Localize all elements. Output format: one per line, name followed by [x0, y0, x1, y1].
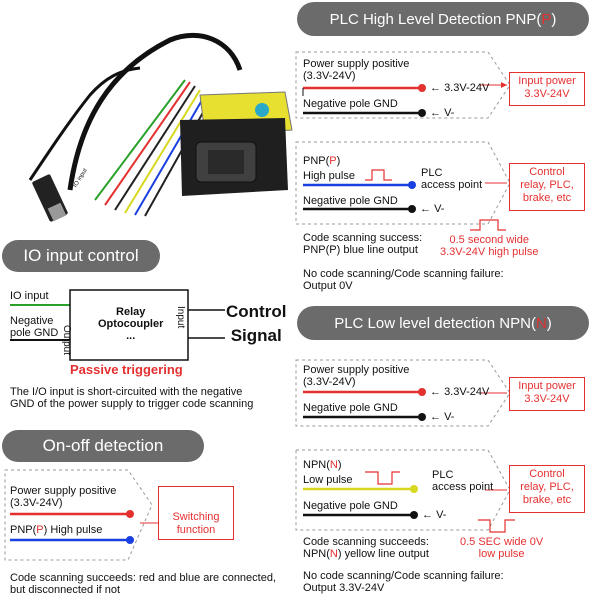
npn-section-title: PLC Low level detection NPN(N) [297, 306, 589, 340]
npn-title-tag: N [535, 314, 547, 332]
io-relay-label: Relay Optocoupler ... [98, 306, 164, 342]
npn-plc-label: PLC access point [432, 469, 494, 493]
pnp-neg2-label: Negative pole GND [303, 195, 398, 207]
pnp-title-close: ) [551, 10, 557, 28]
onoff-switch-box: Switching function [158, 486, 234, 540]
pnp-pulse-note: 0.5 second wide 3.3V-24V high pulse [440, 234, 539, 258]
npn-title-close: ) [546, 314, 552, 332]
pnp-neg2-arrow-label: ← V- [420, 203, 445, 215]
npn-supply-voltage: 3.3V-24V [444, 386, 490, 398]
npn-control-box: Control relay, PLC, brake, etc [509, 465, 585, 513]
io-input-side-label: Input [175, 306, 186, 329]
npn-pulse-label: Low pulse [303, 474, 353, 486]
pnp-title-tag: P [541, 10, 552, 28]
npn-neg-voltage: V- [444, 411, 455, 423]
pnp-tag: P [329, 155, 337, 167]
pnp-success-text: Code scanning success: PNP(P) blue line … [303, 232, 423, 256]
pnp-input-power-box: Input power 3.3V-24V [509, 72, 585, 106]
io-control-signal: Control Signal [226, 302, 287, 345]
npn-title-text: PLC Low level detection NPN( [334, 314, 536, 332]
npn-success-line2: NPN(N) yellow line output [303, 548, 429, 560]
npn-pulse-note: 0.5 SEC wide 0V low pulse [460, 536, 544, 560]
npn-success-line1: Code scanning succeeds: [303, 536, 429, 548]
npn-neg2-label: Negative pole GND [303, 500, 398, 512]
onoff-section-title: On-off detection [2, 430, 204, 462]
onoff-pnp-label: PNP(P) High pulse [10, 524, 103, 536]
pnp-control-box: Control relay, PLC, brake, etc [509, 163, 585, 211]
scanner-product-image [28, 33, 293, 222]
pnp-neg-label: Negative pole GND [303, 98, 398, 110]
npn-neg-label: Negative pole GND [303, 402, 398, 414]
npn-supply-label: Power supply positive (3.3V-24V) [303, 364, 410, 388]
pnp-supply-arrow-label: ← 3.3V-24V [430, 82, 490, 94]
npn-neg2-arrow-label: ← V- [422, 509, 447, 521]
io-input-label: IO input [10, 290, 49, 302]
pnp-supply-voltage: 3.3V-24V [444, 82, 490, 94]
pnp-title-text: PLC High Level Detection PNP( [329, 10, 542, 28]
pnp-plc-label: PLC access point [421, 167, 483, 191]
npn-failure-text: No code scanning/Code scanning failure: … [303, 570, 504, 594]
io-description: The I/O input is short-circuited with th… [10, 386, 254, 410]
pnp-type-label: PNP(P) [303, 155, 341, 167]
pnp-neg-voltage: V- [444, 107, 455, 119]
onoff-description: Code scanning succeeds: red and blue are… [10, 572, 277, 596]
npn-supply-arrow-label: ← 3.3V-24V [430, 386, 490, 398]
npn-neg-arrow-label: ← V- [430, 411, 455, 423]
io-output-label: Output [61, 325, 72, 356]
pnp-neg-arrow-label: ← V- [430, 107, 455, 119]
pnp-supply-label: Power supply positive (3.3V-24V) [303, 58, 410, 82]
npn-tag: N [329, 459, 338, 471]
npn-tag-2: N [329, 548, 338, 560]
npn-neg2-voltage: V- [436, 509, 447, 521]
npn-type-label: NPN(N) [303, 459, 342, 471]
io-passive-label: Passive triggering [70, 362, 183, 377]
onoff-supply-label: Power supply positive (3.3V-24V) [10, 485, 117, 509]
onoff-pnp-tag: P [36, 524, 44, 536]
io-neg-gnd-label: Negative pole GND [10, 315, 59, 339]
pnp-failure-text: No code scanning/Code scanning failure: … [303, 268, 504, 292]
pnp-section-title: PLC High Level Detection PNP(P) [297, 2, 589, 36]
pnp-pulse-label: High pulse [303, 170, 355, 182]
io-section-title: IO input control [2, 240, 160, 272]
npn-input-power-box: Input power 3.3V-24V [509, 377, 585, 411]
pnp-neg2-voltage: V- [434, 203, 445, 215]
